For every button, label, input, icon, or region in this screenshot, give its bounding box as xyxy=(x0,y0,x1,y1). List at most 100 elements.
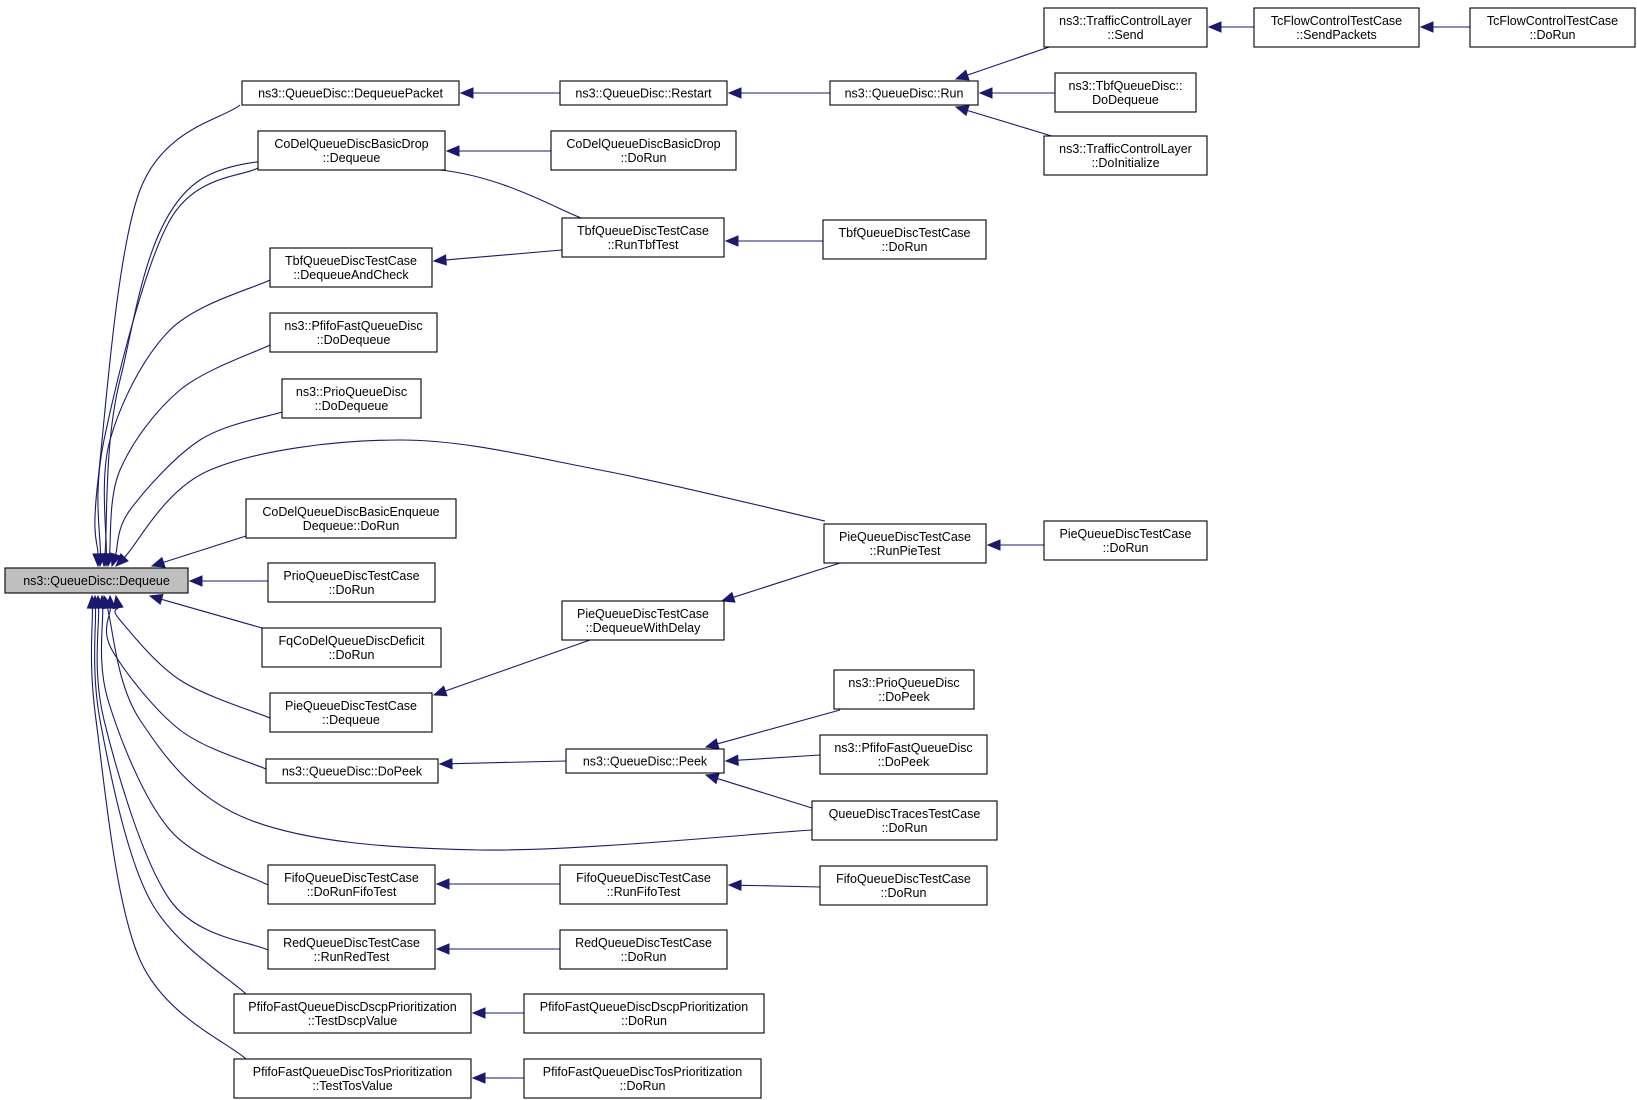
node-box xyxy=(819,865,988,906)
function-node[interactable]: FqCoDelQueueDiscDeficit::DoRun xyxy=(261,627,442,668)
node-label: ns3::QueueDisc::Restart xyxy=(575,87,712,101)
function-node[interactable]: ns3::QueueDisc::DoPeek xyxy=(265,758,439,784)
function-node[interactable]: PieQueueDiscTestCase::RunPieTest xyxy=(823,523,987,564)
function-node[interactable]: PfifoFastQueueDiscTosPrioritization::Tes… xyxy=(233,1058,472,1099)
function-node[interactable]: RedQueueDiscTestCase::DoRun xyxy=(559,929,728,970)
function-node[interactable]: TbfQueueDiscTestCase::DoRun xyxy=(822,219,987,260)
edge-n29-n19 xyxy=(704,773,813,809)
node-box xyxy=(1043,520,1208,561)
function-node[interactable]: ns3::TrafficControlLayer::DoInitialize xyxy=(1043,135,1208,176)
function-node[interactable]: ns3::PfifoFastQueueDisc::DoPeek xyxy=(819,734,988,775)
node-box xyxy=(1043,135,1208,176)
function-node[interactable]: ns3::QueueDisc::Run xyxy=(829,80,979,106)
function-node[interactable]: PieQueueDiscTestCase::DoRun xyxy=(1043,520,1208,561)
function-node[interactable]: FifoQueueDiscTestCase::RunFifoTest xyxy=(559,864,728,905)
function-node[interactable]: PfifoFastQueueDiscDscpPrioritization::Te… xyxy=(233,993,472,1034)
function-node[interactable]: ns3::TbfQueueDisc::DoDequeue xyxy=(1054,72,1197,113)
function-node[interactable]: ns3::PfifoFastQueueDisc::DoDequeue xyxy=(269,312,438,353)
node-label: CoDelQueueDiscBasicDrop xyxy=(566,137,720,151)
edge-n34-n26 xyxy=(986,539,1044,551)
function-node[interactable]: QueueDiscTracesTestCase::DoRun xyxy=(811,800,998,841)
node-box xyxy=(559,864,728,905)
function-node[interactable]: RedQueueDiscTestCase::RunRedTest xyxy=(267,929,436,970)
root-function-node[interactable]: ns3::QueueDisc::Dequeue xyxy=(4,567,189,594)
node-box xyxy=(819,734,988,775)
node-box xyxy=(261,627,442,668)
function-node[interactable]: ns3::PrioQueueDisc::DoPeek xyxy=(833,669,975,710)
edge-n15-n1 xyxy=(459,87,560,99)
edge-line xyxy=(451,760,567,765)
function-node[interactable]: ns3::TrafficControlLayer::Send xyxy=(1043,7,1208,48)
node-box xyxy=(550,130,737,171)
function-node[interactable]: FifoQueueDiscTestCase::DoRun xyxy=(819,865,988,906)
function-node[interactable]: ns3::QueueDisc::Peek xyxy=(565,748,725,774)
node-label: QueueDiscTracesTestCase xyxy=(829,807,981,821)
node-box xyxy=(523,1058,762,1099)
function-node[interactable]: PrioQueueDiscTestCase::DoRun xyxy=(267,562,436,603)
node-label: ::TestTosValue xyxy=(312,1079,392,1093)
arrowhead-icon xyxy=(724,754,739,766)
function-node[interactable]: TbfQueueDiscTestCase::RunTbfTest xyxy=(561,217,725,258)
edge-n5-n0 xyxy=(110,411,283,568)
edge-line xyxy=(108,344,271,555)
node-box xyxy=(1054,72,1197,113)
arrowhead-icon xyxy=(724,235,739,247)
edge-line xyxy=(104,158,585,555)
edge-line xyxy=(737,754,821,761)
arrowhead-icon xyxy=(435,878,450,890)
node-label: TbfQueueDiscTestCase xyxy=(838,226,970,240)
node-label: ns3::QueueDisc::Dequeue xyxy=(23,574,170,588)
node-label: ::DoRun xyxy=(621,151,667,165)
node-label: ::DoRun xyxy=(1103,541,1149,555)
function-node[interactable]: PieQueueDiscTestCase::Dequeue xyxy=(269,692,433,733)
edge-n27-n19 xyxy=(704,709,841,750)
function-node[interactable]: ns3::QueueDisc::Restart xyxy=(559,80,728,106)
function-node[interactable]: ns3::PrioQueueDisc::DoDequeue xyxy=(281,378,422,419)
edge-n35-n31 xyxy=(1207,21,1254,33)
arrowhead-icon xyxy=(720,591,736,603)
arrowhead-icon xyxy=(704,738,720,750)
edge-line xyxy=(445,639,591,692)
function-node[interactable]: FifoQueueDiscTestCase::DoRunFifoTest xyxy=(267,864,436,905)
arrowhead-icon xyxy=(1419,21,1434,33)
node-label: FqCoDelQueueDiscDeficit xyxy=(279,634,425,648)
edge-n6-n0 xyxy=(150,535,247,568)
node-label: ::TestDscpValue xyxy=(308,1014,397,1028)
node-label: TbfQueueDiscTestCase xyxy=(577,224,709,238)
arrowhead-icon xyxy=(432,254,447,266)
edge-line xyxy=(94,607,247,995)
node-label: ::DoPeek xyxy=(878,755,930,769)
edge-n21-n12 xyxy=(435,943,560,955)
arrowhead-icon xyxy=(986,539,1001,551)
arrowhead-icon xyxy=(954,69,970,81)
node-label: ns3::QueueDisc::Run xyxy=(845,87,964,101)
node-box xyxy=(561,600,725,641)
edge-n26-n0 xyxy=(115,439,826,567)
node-label: ::DoRun xyxy=(882,240,928,254)
edge-line xyxy=(967,44,1056,76)
function-node[interactable]: PfifoFastQueueDiscTosPrioritization::DoR… xyxy=(523,1058,762,1099)
function-node[interactable]: TcFlowControlTestCase::SendPackets xyxy=(1253,7,1420,48)
arrowhead-icon xyxy=(150,556,166,568)
node-box xyxy=(267,929,436,970)
node-box xyxy=(565,748,725,774)
edge-n32-n24 xyxy=(978,87,1055,99)
arrowhead-icon xyxy=(704,773,720,785)
function-node[interactable]: PieQueueDiscTestCase::DequeueWithDelay xyxy=(561,600,725,641)
node-label: ::Send xyxy=(1107,28,1143,42)
function-node[interactable]: TbfQueueDiscTestCase::DequeueAndCheck xyxy=(269,247,433,288)
function-node[interactable]: CoDelQueueDiscBasicDrop::DoRun xyxy=(550,130,737,171)
node-label: RedQueueDiscTestCase xyxy=(575,936,712,950)
node-label: ::DoRun xyxy=(329,648,375,662)
edge-layer xyxy=(86,21,1470,1084)
function-node[interactable]: TcFlowControlTestCase::DoRun xyxy=(1469,7,1636,48)
arrowhead-icon xyxy=(110,552,122,568)
node-box xyxy=(269,312,438,353)
function-node[interactable]: ns3::QueueDisc::DequeuePacket xyxy=(241,80,460,106)
function-node[interactable]: PfifoFastQueueDiscDscpPrioritization::Do… xyxy=(523,993,765,1034)
function-node[interactable]: CoDelQueueDiscBasicDrop::Dequeue xyxy=(257,130,446,171)
arrowhead-icon xyxy=(459,87,474,99)
node-box xyxy=(4,567,189,594)
